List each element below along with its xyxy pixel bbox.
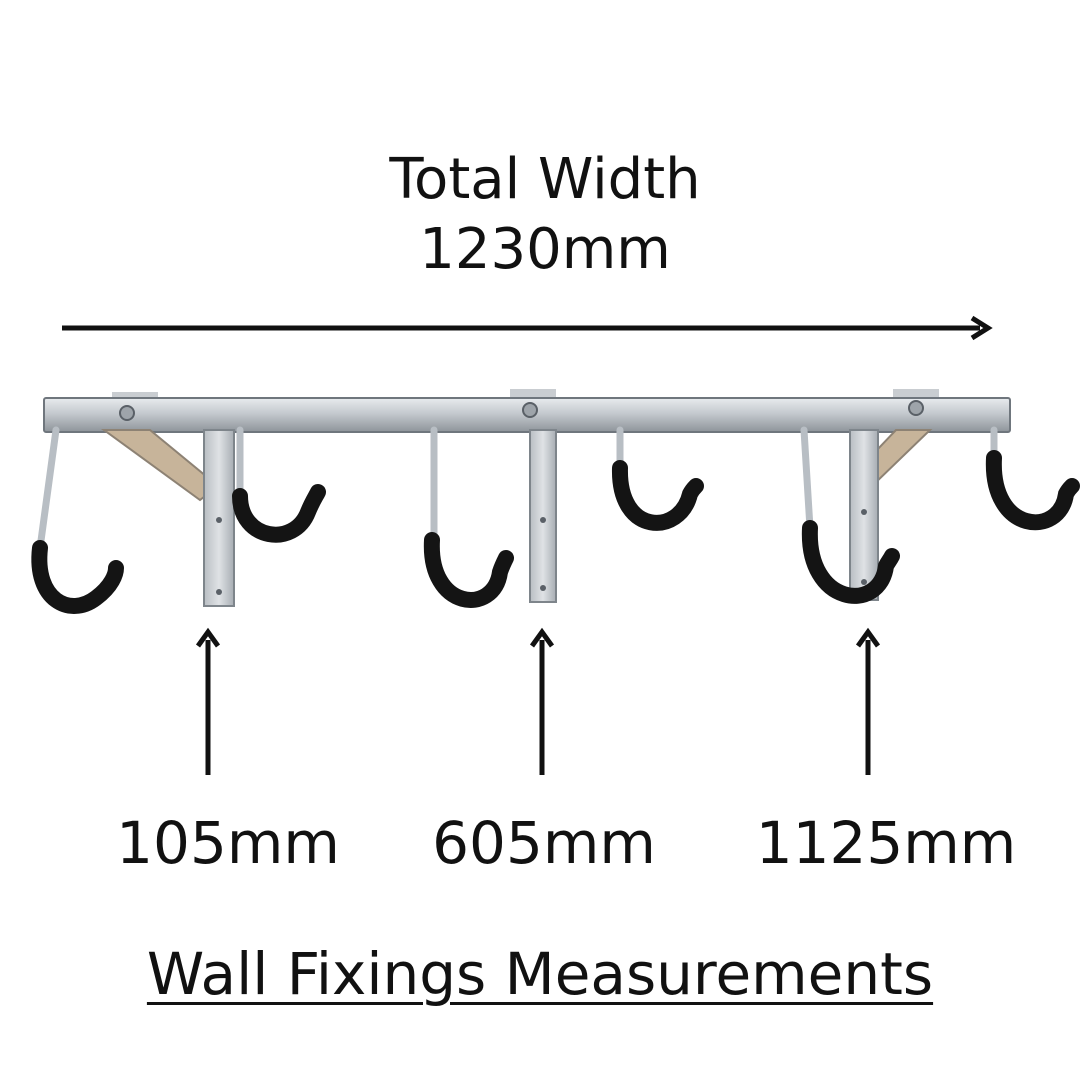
fixing-measurement-3: 1125mm	[755, 809, 1017, 877]
hooks	[31, 426, 1080, 614]
rail	[43, 389, 1011, 433]
fixing-measurement-1: 105mm	[116, 809, 340, 877]
total-width-value: 1230mm	[419, 217, 671, 282]
caption: Wall Fixings Measurements	[146, 940, 934, 1008]
bracket-right	[849, 429, 933, 601]
total-width-label: Total Width	[389, 147, 701, 212]
bracket-middle	[529, 429, 557, 603]
arrow-up-icon	[529, 627, 555, 775]
arrow-up-icon	[195, 627, 221, 775]
fixing-measurement-2: 605mm	[432, 809, 656, 877]
arrow-right-icon	[62, 315, 993, 341]
arrow-up-icon	[855, 627, 881, 775]
bracket-left	[100, 429, 235, 607]
